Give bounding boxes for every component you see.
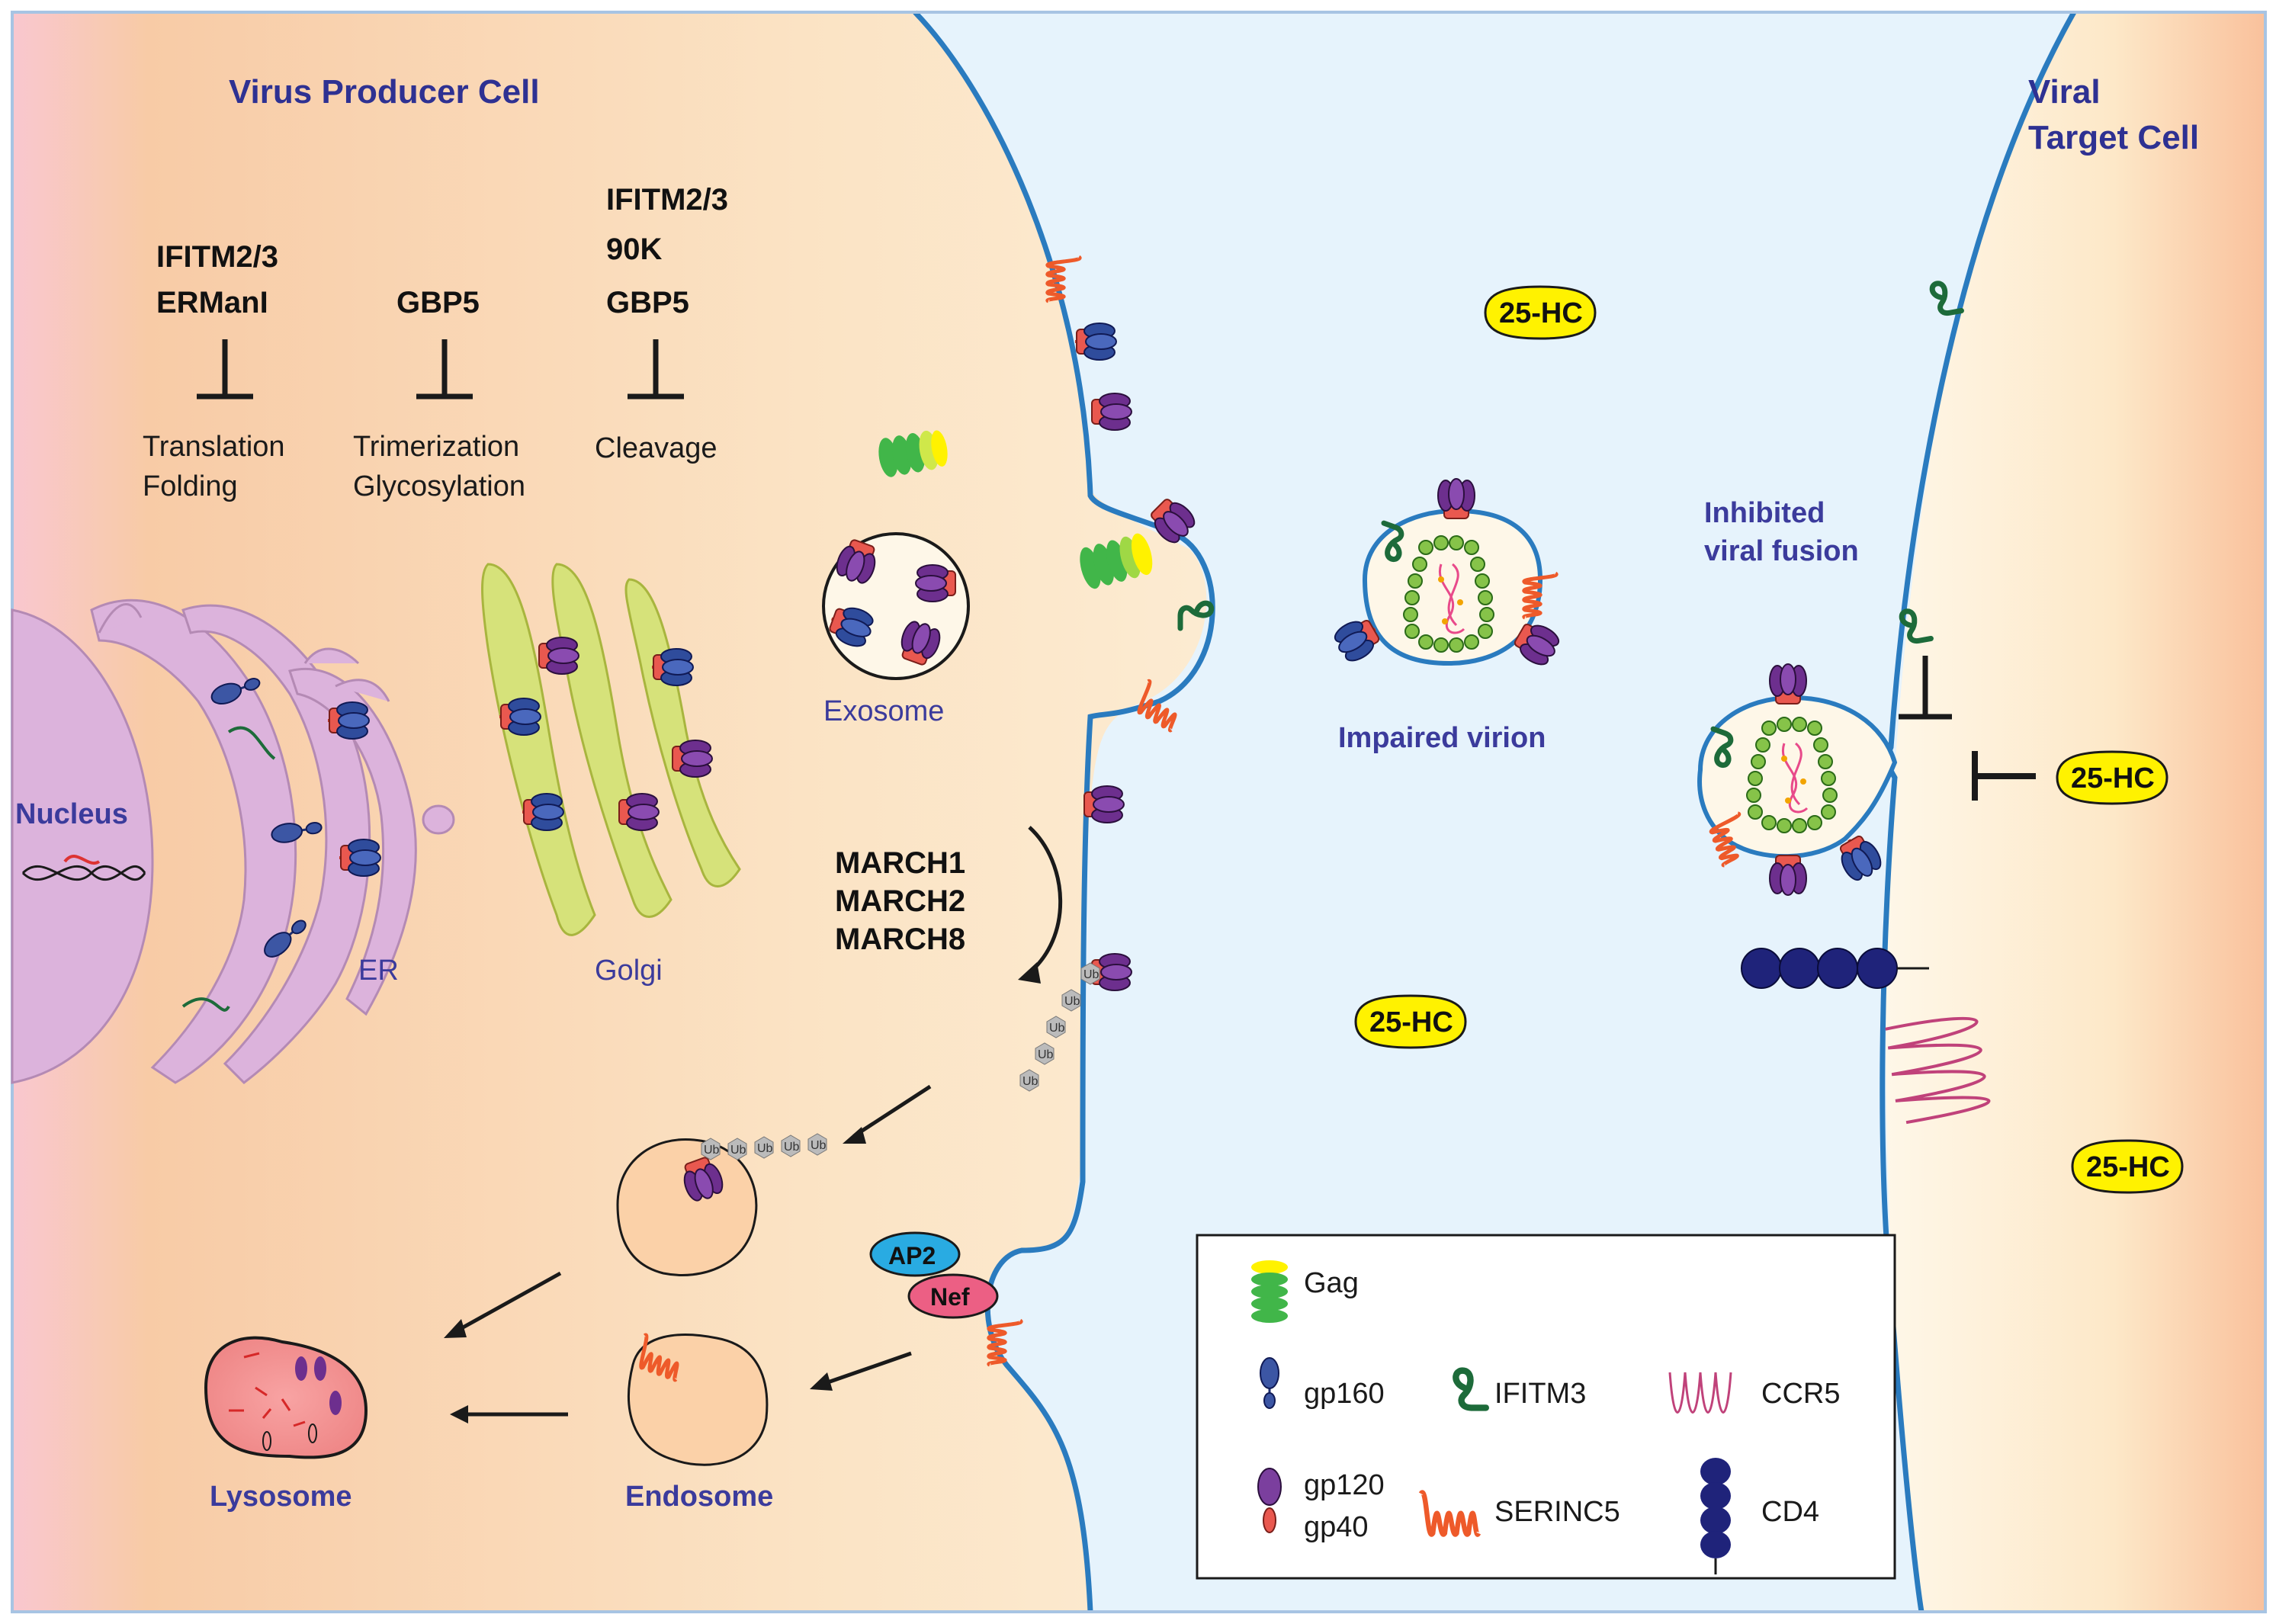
nef-protein: Nef bbox=[907, 1273, 999, 1319]
gag-budding bbox=[1080, 533, 1153, 589]
hc-badge: 25-HC bbox=[1484, 285, 1597, 340]
exosome-label: Exosome bbox=[823, 695, 944, 727]
target-membrane bbox=[1880, 11, 2077, 1613]
hc-label: 25-HC bbox=[1499, 297, 1583, 329]
ub-tag: Ub bbox=[1083, 968, 1099, 981]
rf-translation-factor-1: IFITM2/3 bbox=[156, 240, 278, 274]
ub-tag: Ub bbox=[704, 1144, 720, 1157]
rf-trimerization-process-1: Trimerization bbox=[353, 431, 519, 463]
target-membrane-proteins bbox=[1741, 280, 2036, 1125]
inhibit-symbol-cleavage bbox=[628, 339, 684, 400]
legend-serinc5-label: SERINC5 bbox=[1494, 1496, 1620, 1528]
ub-tag: Ub bbox=[730, 1144, 746, 1157]
lysosome-label: Lysosome bbox=[210, 1481, 352, 1513]
ub-vesicle bbox=[616, 1138, 758, 1276]
impaired-virion bbox=[1328, 478, 1565, 670]
march1-label: MARCH1 bbox=[835, 846, 965, 880]
rf-cleavage-factor-3: GBP5 bbox=[606, 286, 689, 319]
er-env-proteins bbox=[181, 637, 713, 1012]
hc-label: 25-HC bbox=[2071, 762, 2155, 794]
arrow-to-vesicle bbox=[852, 1084, 932, 1138]
rf-translation-process-2: Folding bbox=[143, 470, 238, 502]
nef-label: Nef bbox=[930, 1283, 970, 1311]
ub-tag: Ub bbox=[1038, 1048, 1054, 1061]
target-cell-cytoplasm bbox=[1886, 12, 2265, 1612]
march2-label: MARCH2 bbox=[835, 884, 965, 918]
rf-translation-factor-2: ERManI bbox=[156, 286, 268, 319]
inhibited-fusion-label-1: Inhibited bbox=[1704, 497, 1825, 529]
ub-tag: Ub bbox=[757, 1142, 773, 1155]
rf-translation-process-1: Translation bbox=[143, 431, 285, 463]
legend-gp160-label: gp160 bbox=[1304, 1378, 1385, 1410]
arrow-to-lysosome-1-head bbox=[444, 1319, 467, 1338]
exosome bbox=[822, 532, 970, 680]
legend-ccr5-icon bbox=[1668, 1372, 1732, 1414]
ub-tag: Ub bbox=[784, 1141, 800, 1154]
hc-badge: 25-HC bbox=[2071, 1139, 2184, 1194]
inhibit-symbol-trimerization bbox=[416, 339, 473, 400]
legend-gp120-label: gp120 bbox=[1304, 1469, 1385, 1501]
march8-label: MARCH8 bbox=[835, 923, 965, 956]
legend-cd4-label: CD4 bbox=[1761, 1496, 1819, 1528]
rf-trimerization-process-2: Glycosylation bbox=[353, 470, 525, 502]
legend-gag-label: Gag bbox=[1304, 1267, 1359, 1299]
rf-trimerization-factor-1: GBP5 bbox=[396, 286, 480, 319]
legend-gag-icon bbox=[1251, 1260, 1288, 1323]
ub-tag: Ub bbox=[1064, 995, 1080, 1008]
ub-tag: Ub bbox=[1022, 1075, 1038, 1088]
ubiquitin-chain-membrane: Ub Ub Ub Ub Ub bbox=[1019, 962, 1100, 1092]
hc-badge: 25-HC bbox=[1354, 994, 1467, 1049]
ap2-complex: AP2 bbox=[869, 1231, 961, 1277]
golgi-label: Golgi bbox=[595, 955, 663, 987]
ub-tag: Ub bbox=[811, 1139, 827, 1152]
march-arrowhead bbox=[1018, 962, 1041, 984]
legend-gp40-label: gp40 bbox=[1304, 1511, 1369, 1543]
fusing-virion bbox=[1697, 663, 1898, 896]
gag-free bbox=[878, 430, 948, 477]
inhibit-symbol-translation bbox=[197, 339, 253, 400]
target-cell-title-line1: Viral bbox=[2028, 73, 2101, 111]
arrow-to-vesicle-head bbox=[843, 1127, 866, 1144]
arrow-to-lysosome-1 bbox=[456, 1271, 562, 1333]
hc-badge: 25-HC bbox=[2056, 750, 2168, 805]
rf-cleavage-factor-2: 90K bbox=[606, 233, 662, 266]
arrow-to-endosome bbox=[823, 1351, 912, 1386]
legend-ccr5-label: CCR5 bbox=[1761, 1378, 1840, 1410]
arrow-to-endosome-head bbox=[810, 1372, 833, 1391]
arrow-to-lysosome-2-head bbox=[450, 1405, 468, 1423]
producer-cell-title: Virus Producer Cell bbox=[229, 73, 540, 111]
legend-gp120-icon bbox=[1257, 1468, 1282, 1533]
nucleus-label: Nucleus bbox=[15, 798, 128, 830]
legend-box bbox=[1196, 1234, 1896, 1580]
rf-cleavage-process-1: Cleavage bbox=[595, 432, 717, 464]
legend-ifitm3-label: IFITM3 bbox=[1494, 1378, 1586, 1410]
lysosome bbox=[204, 1336, 368, 1459]
impaired-virion-label: Impaired virion bbox=[1338, 722, 1546, 754]
hc-label: 25-HC bbox=[1369, 1006, 1453, 1038]
ub-tag: Ub bbox=[1049, 1022, 1065, 1035]
endosome bbox=[628, 1335, 769, 1466]
endosome-label: Endosome bbox=[625, 1481, 773, 1513]
inhibited-fusion-label-2: viral fusion bbox=[1704, 535, 1859, 567]
legend: Gag gp160 IFITM3 CCR5 gp120 gp40 SERINC5… bbox=[1196, 1234, 1896, 1580]
rf-cleavage-factor-1: IFITM2/3 bbox=[606, 183, 728, 217]
ap2-label: AP2 bbox=[888, 1242, 936, 1269]
er-label: ER bbox=[358, 955, 399, 987]
hc-label: 25-HC bbox=[2086, 1151, 2170, 1183]
ubiquitin-chain-vesicle: Ub Ub Ub Ub Ub bbox=[701, 1133, 827, 1160]
extracellular-space bbox=[915, 12, 2074, 1612]
nucleus bbox=[11, 608, 154, 1084]
target-cell-title-line2: Target Cell bbox=[2028, 119, 2199, 156]
march-arrow bbox=[1024, 826, 1063, 977]
legend-cd4-icon bbox=[1700, 1458, 1731, 1574]
